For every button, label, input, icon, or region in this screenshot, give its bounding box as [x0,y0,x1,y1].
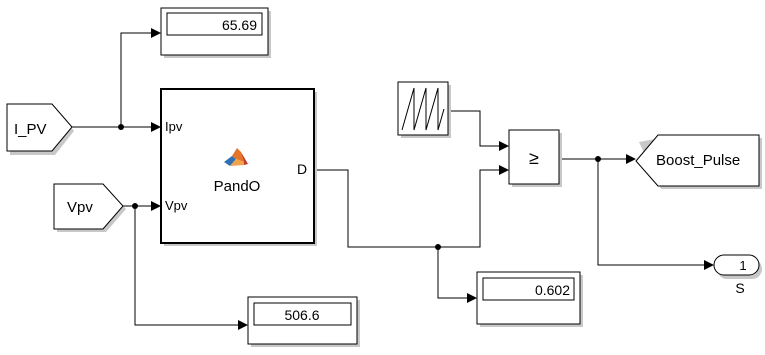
outport-name: S [735,280,744,296]
signal-lines [72,28,714,330]
display-duty-value: 0.602 [535,282,570,298]
display-current[interactable]: 65.69 [160,7,271,58]
wire-sawtooth-to-compare [449,110,509,151]
wire-d-to-display [437,247,477,303]
wire-ipv-to-display [120,28,161,127]
pando-block[interactable]: Ipv Vpv D PandO [160,88,317,246]
display-voltage[interactable]: 506.6 [247,296,360,347]
goto-tag-ipv-label: I_PV [14,121,47,138]
sawtooth-icon [401,87,445,131]
pando-input-vpv-label: Vpv [165,198,188,213]
goto-tag-boost-pulse[interactable]: Boost_Pulse [635,134,762,189]
pando-input-ipv-label: Ipv [165,119,183,134]
junction-dot [595,156,601,162]
matlab-logo-icon [224,148,248,166]
compare-block[interactable]: ≥ [508,129,562,187]
wire-compare-to-outport [597,159,714,270]
junction-dot [435,244,441,250]
goto-tag-boost-pulse-label: Boost_Pulse [656,152,740,169]
pando-output-d-label: D [297,161,307,177]
wire-vpv-to-display [134,206,248,330]
junction-dot [132,203,138,209]
display-current-value: 65.69 [222,17,257,33]
goto-tag-vpv[interactable]: Vpv [53,183,126,232]
display-voltage-value: 506.6 [284,307,319,323]
junction-dot [118,124,124,130]
compare-operator: ≥ [529,148,539,168]
goto-tag-ipv[interactable]: I_PV [6,103,74,155]
goto-tag-vpv-label: Vpv [67,199,93,216]
wire-d-to-compare [438,165,509,248]
wire-d-main [314,169,438,248]
pando-block-name: PandO [214,178,261,195]
sawtooth-block[interactable] [397,81,451,138]
display-duty[interactable]: 0.602 [476,271,583,327]
outport-number: 1 [739,258,746,273]
outport-s[interactable]: 1 S [713,254,762,296]
